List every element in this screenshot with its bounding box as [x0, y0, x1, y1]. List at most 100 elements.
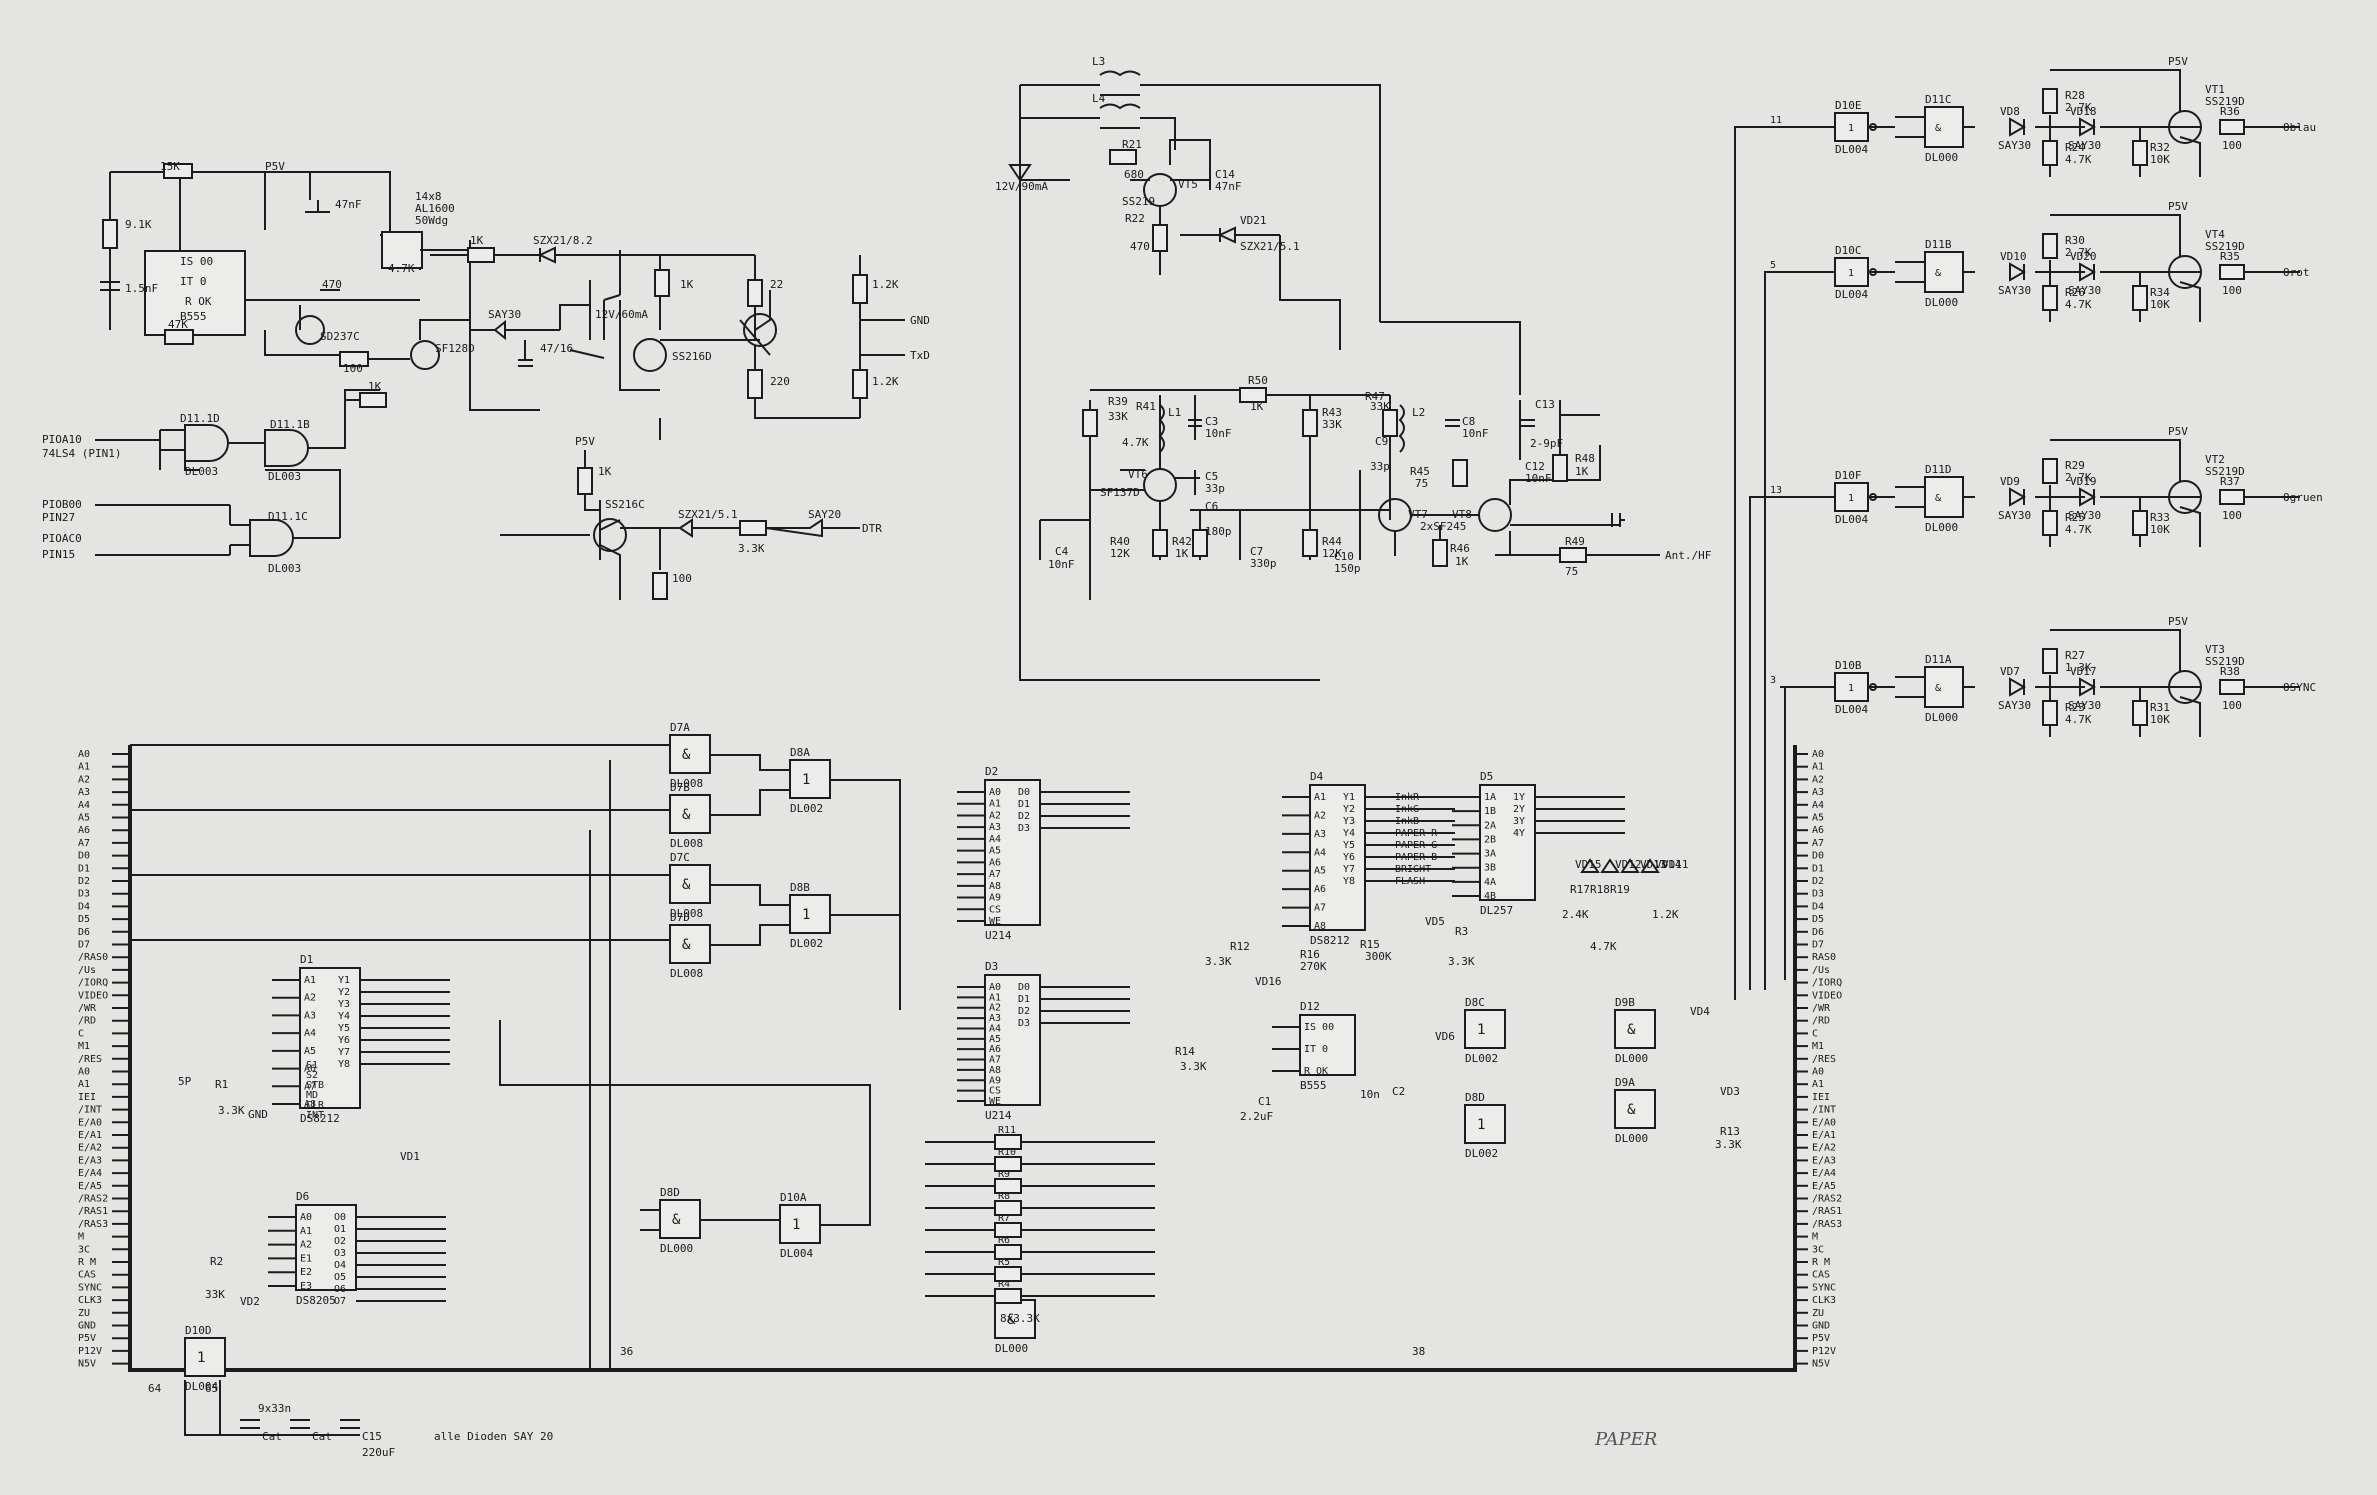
resistor-r21: [1109, 149, 1137, 165]
gate-name: D11D: [1925, 463, 1952, 476]
inverter-name: D10C: [1835, 244, 1862, 257]
left-bus-signal: R M: [78, 1257, 96, 1268]
left-bus-signal: /RAS0: [78, 952, 108, 963]
pio-input-label: PIOB00: [42, 498, 82, 511]
bottom-cap: C15: [362, 1430, 382, 1443]
resistor-value: 1.3K: [2065, 661, 2092, 674]
chip-pin-label: A4: [304, 1028, 316, 1039]
resistor-lo: [2042, 700, 2058, 726]
chip-pin-label: A8: [989, 881, 1001, 892]
chip-ctl-label: MD: [306, 1090, 318, 1101]
diode-array-symbol: [1580, 858, 1600, 873]
misc-component-label: VD16: [1255, 975, 1282, 988]
gate-d11-1c: [249, 519, 294, 557]
resistor-name: R25: [2065, 511, 2085, 524]
diode-symbol: [2009, 677, 2027, 697]
rf-label: C8: [1462, 415, 1475, 428]
resistor-r22: [1152, 224, 1168, 252]
rf-label: 180p: [1205, 525, 1232, 538]
right-bus-signal: /Us: [1812, 965, 1830, 976]
left-bus-signal: CAS: [78, 1270, 96, 1281]
left-bus-signal: A5: [78, 813, 90, 824]
left-bus-signal: /RES: [78, 1054, 102, 1065]
dtr-output-label: DTR: [862, 522, 882, 535]
chip-pin-label: A6: [989, 1044, 1001, 1055]
gate-name: D8C: [1465, 996, 1485, 1009]
diode-array-symbol: [1620, 858, 1640, 873]
osc-label: IS 00: [180, 255, 213, 268]
chip-pin-label: A6: [989, 857, 1001, 868]
rf-label: VT6: [1128, 468, 1148, 481]
chip-pin-label: D0: [1018, 787, 1030, 798]
rf-label: 75: [1415, 477, 1428, 490]
rf-label: L4: [1092, 92, 1106, 105]
transistor-name: VT4: [2205, 228, 2225, 241]
right-bus-signal: E/A5: [1812, 1181, 1836, 1192]
chip-ctl-label: S1: [306, 1060, 318, 1071]
misc-component-label: R2: [210, 1255, 223, 1268]
resistor-base: [2132, 285, 2148, 311]
right-bus-signal: N5V: [1812, 1359, 1830, 1370]
handwritten-note: PAPER: [1594, 1429, 1657, 1450]
resistor-name: R33: [2150, 511, 2170, 524]
nand-gate: [1924, 251, 1964, 293]
gate-name: D11A: [1925, 653, 1952, 666]
chip-pin-label: A4: [989, 834, 1001, 845]
right-bus-signal: /RAS2: [1812, 1194, 1842, 1205]
resistor-name: R37: [2220, 475, 2240, 488]
left-bus-signal: IEI: [78, 1092, 96, 1103]
rf-label: 33K: [1370, 400, 1390, 413]
chip-type: DS8212: [300, 1112, 340, 1125]
right-bus-signal: /RAS1: [1812, 1206, 1842, 1217]
right-bus-signal: D0: [1812, 851, 1824, 862]
pio-gate-type: DL003: [185, 465, 218, 478]
gate-type: DL000: [1925, 521, 1958, 534]
chip-pin-label: A7: [304, 1081, 316, 1092]
rf-label: 10nF: [1525, 472, 1552, 485]
resistor-r40: [1152, 529, 1168, 557]
right-bus-signal: C: [1812, 1028, 1818, 1039]
chip-pin-label: A2: [304, 993, 316, 1004]
gate-name: D9A: [1615, 1076, 1635, 1089]
resistor-220: [747, 369, 763, 399]
osc-label: 220: [770, 375, 790, 388]
diode-type: SAY30: [1998, 139, 2031, 152]
inverter-gate: [1834, 112, 1869, 142]
chip-pin-label: A3: [304, 1010, 316, 1021]
chip-box: [1479, 784, 1536, 901]
chip-pin-label: A7: [1314, 903, 1326, 914]
gate-wire: [1895, 116, 1975, 138]
right-bus-signal: RAS0: [1812, 952, 1836, 963]
transistor-wire: [2179, 235, 2201, 322]
rf-label: R46: [1450, 542, 1470, 555]
oscillator-block: [100, 163, 905, 440]
diode-type: SAY30: [2068, 139, 2101, 152]
inverter-name: D10B: [1835, 659, 1862, 672]
rf-label: C5: [1205, 470, 1218, 483]
resistor-1k-b: [654, 269, 670, 297]
rf-label: 4.7K: [1122, 436, 1149, 449]
rf-label: R48: [1575, 452, 1595, 465]
resistor-value: 4.7K: [2065, 713, 2092, 726]
resistor-hi: [2042, 648, 2058, 674]
transistor-type: SS219D: [2205, 655, 2245, 668]
chip-pin-label: Y3: [338, 999, 350, 1010]
inverter-type: DL004: [1835, 288, 1868, 301]
gate-symbol: &: [1007, 1312, 1016, 1328]
chip-pin-label: A2: [989, 810, 1001, 821]
misc-component-label: R1: [215, 1078, 228, 1091]
chip-pin-label: Y8: [1343, 876, 1355, 887]
chip-pin-label: 4B: [1484, 891, 1496, 902]
driver-in-pin: 11: [1770, 115, 1782, 126]
diode-name: VD10: [2000, 250, 2027, 263]
right-bus-signal: A2: [1812, 774, 1824, 785]
rf-label: SF137D: [1100, 486, 1140, 499]
rf-label: C14: [1215, 168, 1235, 181]
misc-component-label: VD11: [1662, 858, 1689, 871]
resistor-value: 4.7K: [2065, 153, 2092, 166]
rf-label: 12K: [1322, 547, 1342, 560]
resistor-name: R23: [2065, 701, 2085, 714]
chip-ctl-label: INT: [306, 1110, 324, 1121]
chip-pin-label: A4: [1314, 847, 1326, 858]
chip-type: U214: [985, 1109, 1012, 1122]
